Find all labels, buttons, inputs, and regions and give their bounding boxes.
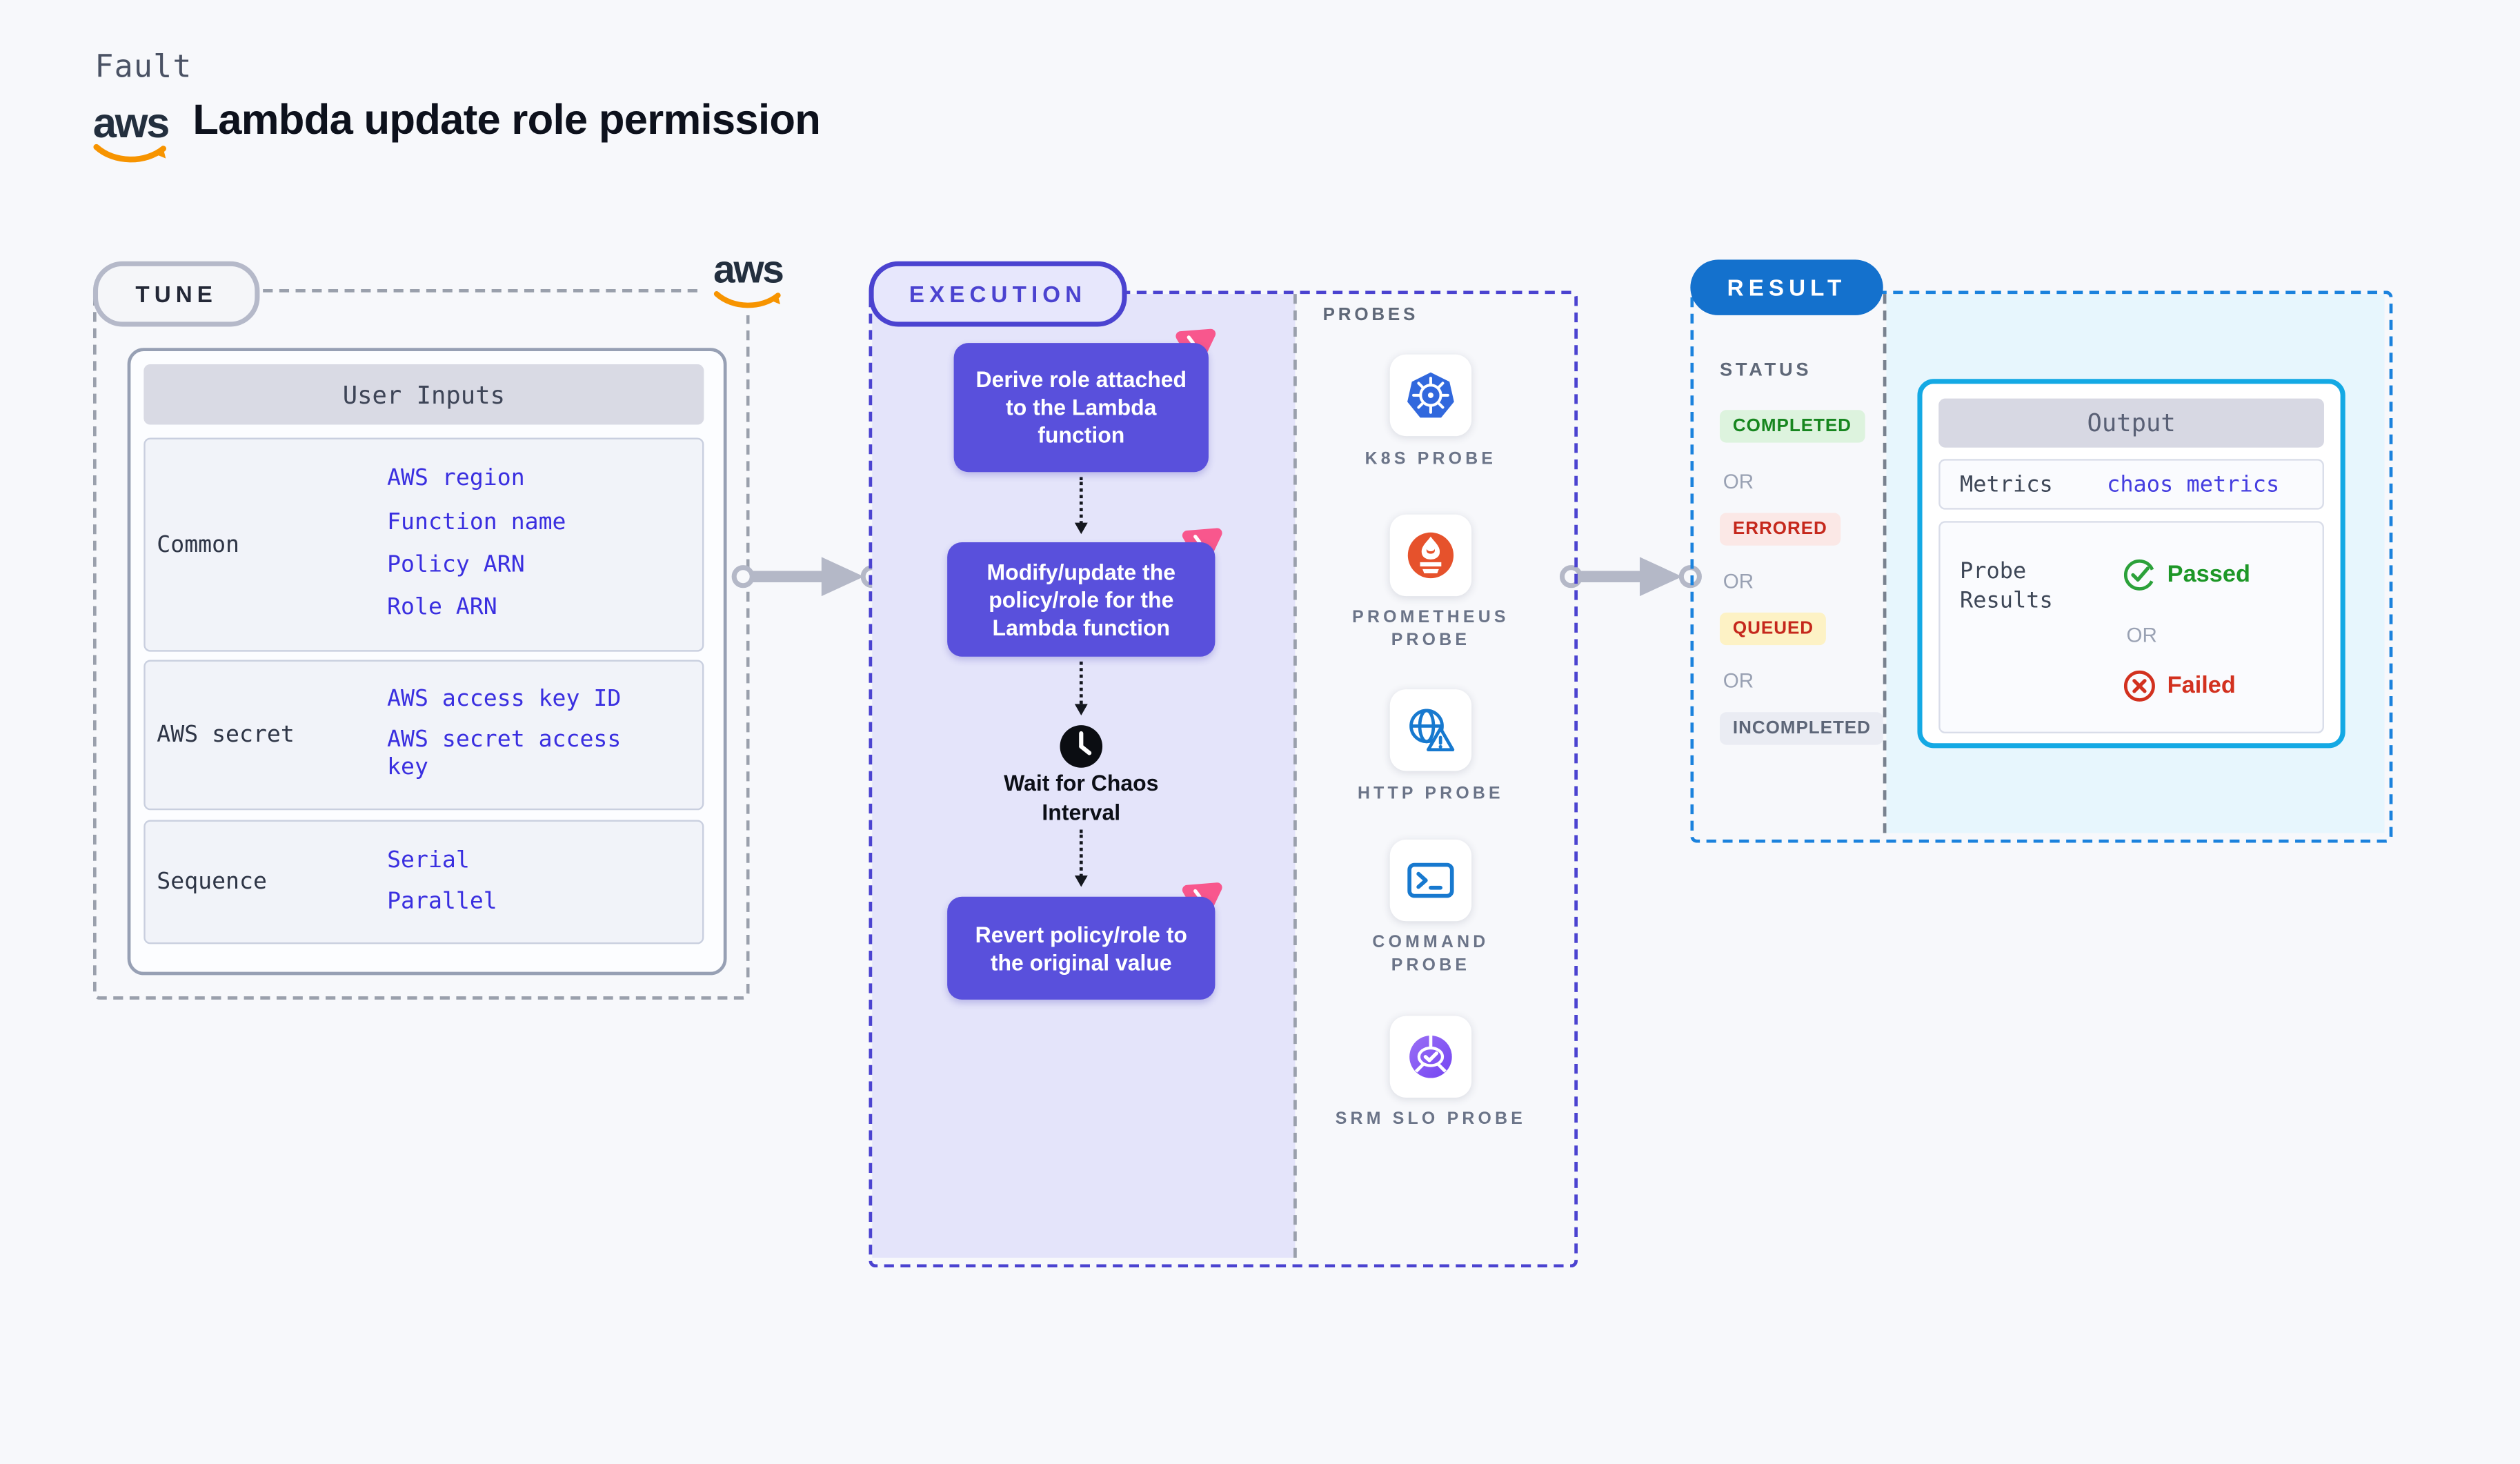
clock-icon: [1060, 725, 1103, 768]
status-badge-completed: COMPLETED: [1719, 410, 1865, 443]
input-value: Policy ARN: [387, 551, 525, 578]
tune-section-frame: [92, 289, 750, 1000]
arrow-tune-to-execution: [731, 557, 884, 597]
input-group-label: Sequence: [157, 869, 267, 896]
result-section-frame: [1690, 290, 2393, 843]
srm-slo-icon: [1409, 1035, 1452, 1078]
probe-results-label: Probe Results: [1960, 558, 2053, 614]
probe-card-http: [1389, 689, 1472, 771]
prometheus-icon: [1407, 532, 1454, 579]
probe-label: SRM SLO PROBE: [1335, 1109, 1527, 1129]
input-group-sequence: Sequence Serial Parallel: [143, 820, 704, 944]
input-group-common: Common AWS region Function name Policy A…: [143, 437, 704, 652]
input-value: Function name: [387, 508, 566, 535]
input-group-label: AWS secret: [157, 722, 295, 749]
step-derive-role: Derive role attached to the Lambda funct…: [953, 343, 1209, 473]
or-separator: OR: [2126, 624, 2157, 647]
probe-results-row: Probe Results Passed OR Failed: [1938, 521, 2324, 734]
arrow-execution-to-result: [1559, 557, 1702, 597]
input-group-aws-secret: AWS secret AWS access key ID AWS secret …: [143, 660, 704, 811]
input-value: AWS secret access key: [387, 726, 622, 781]
input-value: AWS access key ID: [387, 686, 622, 713]
step-revert-policy: Revert policy/role to the original value: [947, 896, 1216, 1000]
or-separator: OR: [1723, 669, 1754, 693]
input-value: Role ARN: [387, 595, 497, 621]
input-value: Serial: [387, 847, 470, 874]
output-title: Output: [1938, 398, 2324, 448]
status-badge-errored: ERRORED: [1719, 513, 1841, 546]
probe-label: K8S PROBE: [1365, 449, 1497, 469]
terminal-icon: [1407, 862, 1454, 898]
user-inputs-title: User Inputs: [143, 364, 704, 425]
input-value: Parallel: [387, 888, 497, 915]
output-card: Output Metrics chaos metrics Probe Resul…: [1917, 379, 2345, 749]
execution-badge: EXECUTION: [869, 261, 1127, 327]
input-group-values: Serial Parallel: [387, 841, 702, 922]
execution-section-frame: [869, 290, 1578, 1268]
input-group-values: AWS access key ID AWS secret access key: [387, 681, 702, 789]
aws-logo-tune: aws: [702, 248, 794, 315]
execution-probes-divider: [1293, 294, 1297, 1258]
check-circle-icon: [2123, 559, 2155, 591]
probes-title: PROBES: [1322, 305, 1419, 326]
status-badge-queued: QUEUED: [1719, 612, 1827, 646]
kubernetes-icon: [1407, 372, 1454, 418]
aws-wordmark: aws: [713, 248, 784, 293]
or-separator: OR: [1723, 470, 1754, 493]
input-group-label: Common: [157, 531, 240, 558]
probe-card-srm-slo: [1389, 1016, 1472, 1098]
metrics-value-link: chaos metrics: [2107, 471, 2280, 497]
status-output-divider: [1883, 294, 1887, 833]
metrics-row: Metrics chaos metrics: [1938, 459, 2324, 510]
http-globe-icon: [1409, 709, 1455, 752]
probe-card-k8s: [1389, 354, 1472, 437]
flow-arrow-down: [1074, 661, 1088, 715]
flow-arrow-down: [1074, 477, 1088, 535]
passed-result: Passed: [2123, 559, 2250, 591]
flow-arrow-down: [1074, 829, 1088, 887]
aws-wordmark: aws: [92, 98, 170, 148]
failed-label: Failed: [2167, 673, 2236, 700]
input-value: AWS region: [387, 466, 525, 493]
failed-result: Failed: [2123, 670, 2236, 702]
status-title: STATUS: [1719, 361, 1812, 381]
wait-chaos-interval-label: Wait for Chaos Interval: [1004, 771, 1159, 824]
probe-label: COMMAND PROBE: [1372, 932, 1489, 976]
probe-label: HTTP PROBE: [1357, 784, 1504, 804]
probe-label: PROMETHEUS PROBE: [1352, 607, 1509, 651]
x-circle-icon: [2123, 670, 2155, 702]
page-title: Lambda update role permission: [192, 95, 821, 144]
status-badge-incompleted: INCOMPLETED: [1719, 712, 1884, 745]
aws-smile-icon: [93, 144, 167, 163]
result-badge: RESULT: [1690, 259, 1883, 315]
aws-logo: aws: [92, 101, 170, 167]
probe-card-prometheus: [1389, 514, 1472, 597]
metrics-label: Metrics: [1960, 471, 2053, 497]
tune-badge: TUNE: [92, 261, 260, 327]
probe-card-command: [1389, 839, 1472, 922]
input-group-values: AWS region Function name Policy ARN Role…: [387, 459, 702, 631]
fault-eyebrow: Fault: [95, 49, 192, 86]
aws-smile-icon: [713, 291, 781, 308]
step-modify-policy: Modify/update the policy/role for the La…: [947, 542, 1216, 657]
or-separator: OR: [1723, 570, 1754, 593]
passed-label: Passed: [2167, 562, 2250, 588]
